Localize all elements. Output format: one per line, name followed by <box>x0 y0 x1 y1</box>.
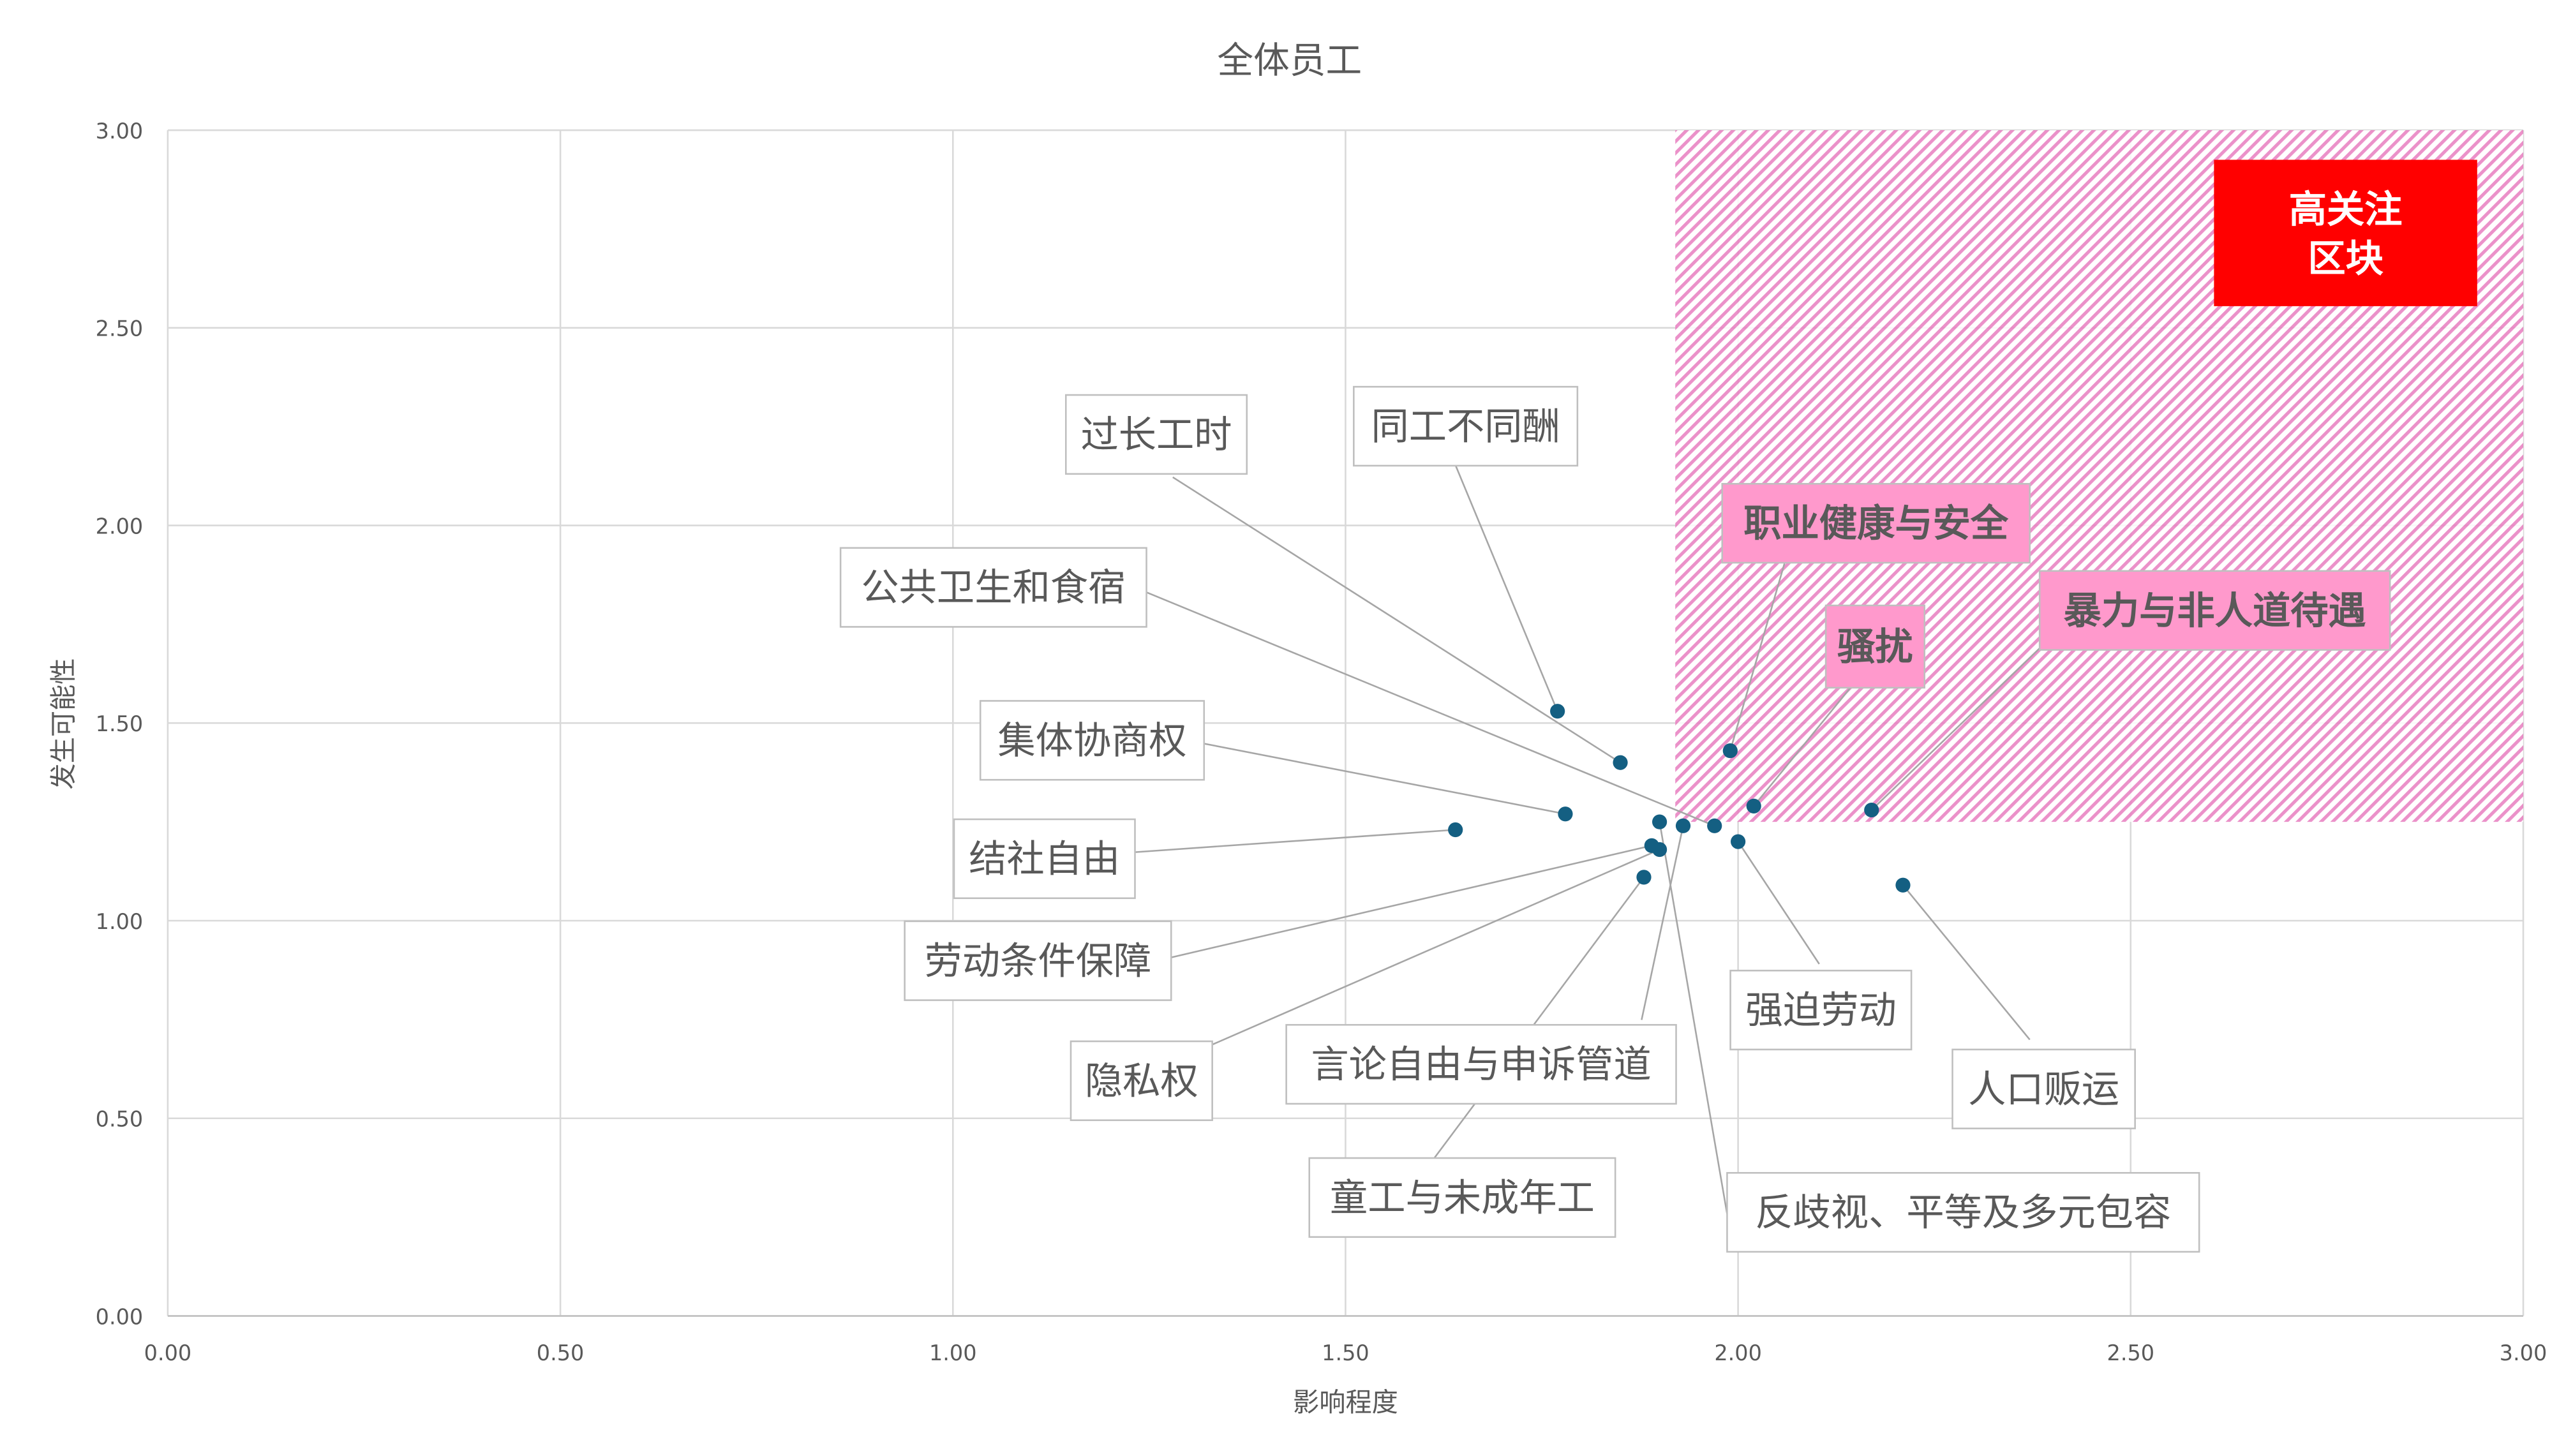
data-label-box <box>1285 1023 1677 1105</box>
data-point <box>1636 870 1652 885</box>
data-label-text: 暴力与非人道待遇 <box>2064 588 2366 632</box>
data-label-box <box>1064 394 1248 475</box>
data-point <box>1722 743 1738 759</box>
data-label-text: 反歧视、平等及多元包容 <box>1755 1191 2171 1235</box>
data-label-text: 隐私权 <box>1085 1059 1198 1103</box>
data-label: 结社自由 <box>953 818 1136 900</box>
data-label: 反歧视、平等及多元包容 <box>1726 1171 2200 1253</box>
data-label-box <box>1721 482 2031 564</box>
data-label-text: 劳动条件保障 <box>925 939 1152 983</box>
y-tick-label: 0.00 <box>96 1304 144 1329</box>
data-label-box <box>1951 1048 2136 1129</box>
data-point <box>1613 755 1628 770</box>
data-point <box>1652 842 1667 858</box>
leader-line <box>1659 821 1728 1214</box>
data-label: 隐私权 <box>1070 1040 1213 1122</box>
data-label-box <box>953 818 1136 900</box>
data-label-box <box>1353 385 1579 467</box>
x-tick-label: 1.00 <box>929 1341 977 1365</box>
data-point <box>1746 798 1761 813</box>
data-label-box <box>1824 604 1926 689</box>
leader-line <box>1212 849 1660 1046</box>
data-point <box>1558 806 1573 822</box>
axes: 0.00 0.50 1.00 1.50 2.00 2.50 3.00 0.00 0.50 1.00… <box>96 119 2547 1365</box>
data-label-text: 骚扰 <box>1837 625 1913 669</box>
data-label-box <box>1070 1040 1213 1122</box>
x-tick-label: 2.00 <box>1714 1341 1762 1365</box>
data-label: 言论自由与申诉管道 <box>1285 1023 1677 1105</box>
data-label: 童工与未成年工 <box>1308 1157 1616 1238</box>
leader-line <box>1902 884 2031 1041</box>
data-label-text: 强迫劳动 <box>1745 988 1897 1032</box>
data-label-box <box>904 920 1172 1001</box>
svg-text:高关注: 高关注 <box>2289 187 2403 231</box>
data-point <box>1652 814 1667 829</box>
data-label-text: 公共卫生和食宿 <box>861 565 1126 609</box>
y-tick-label: 2.50 <box>96 316 144 341</box>
leader-line <box>1753 687 1851 807</box>
y-tick-label: 3.00 <box>96 119 144 144</box>
y-tick-label: 2.00 <box>96 514 144 539</box>
leader-lines <box>1135 465 2041 1214</box>
data-label: 集体协商权 <box>979 700 1205 781</box>
data-points <box>1448 704 1911 893</box>
x-axis-label: 影响程度 <box>1293 1387 1398 1418</box>
data-label: 人口贩运 <box>1951 1048 2136 1129</box>
high-attention-label: 高关注 区块 <box>2214 160 2477 306</box>
leader-line <box>1135 829 1456 853</box>
x-tick-label: 0.50 <box>537 1341 585 1365</box>
data-label-text: 人口贩运 <box>1968 1067 2119 1111</box>
data-label: 同工不同酬 <box>1353 385 1579 467</box>
data-label: 过长工时 <box>1064 394 1248 475</box>
data-label: 强迫劳动 <box>1729 969 1913 1051</box>
data-label-text: 过长工时 <box>1080 413 1232 457</box>
data-label: 劳动条件保障 <box>904 920 1172 1001</box>
y-tick-label: 1.50 <box>96 711 144 736</box>
data-point <box>1864 802 1879 818</box>
data-label-box <box>2038 570 2391 651</box>
data-label-text: 言论自由与申诉管道 <box>1311 1043 1651 1087</box>
x-tick-label: 2.50 <box>2107 1341 2155 1365</box>
data-label-text: 同工不同酬 <box>1371 405 1560 449</box>
x-tick-label: 3.00 <box>2500 1341 2547 1365</box>
x-tick-label: 1.50 <box>1322 1341 1369 1365</box>
y-axis-label: 发生可能性 <box>48 658 78 789</box>
leader-line <box>1729 562 1786 751</box>
leader-line <box>1146 591 1715 827</box>
data-label: 公共卫生和食宿 <box>839 547 1147 628</box>
chart-title: 全体员工 <box>1217 40 1362 82</box>
data-label-box <box>1726 1171 2200 1253</box>
data-point <box>1448 822 1463 838</box>
data-label-text: 职业健康与安全 <box>1743 501 2009 546</box>
data-point <box>1895 877 1911 893</box>
data-label: 暴力与非人道待遇 <box>2038 570 2391 651</box>
leader-line <box>1454 465 1558 712</box>
leader-line <box>1870 648 2041 811</box>
data-label-box <box>839 547 1147 628</box>
data-point <box>1707 818 1722 833</box>
data-label: 职业健康与安全 <box>1721 482 2031 564</box>
data-point <box>1550 704 1565 719</box>
y-tick-label: 1.00 <box>96 909 144 934</box>
svg-text:区块: 区块 <box>2308 237 2383 281</box>
data-label-box <box>979 700 1205 781</box>
leader-line <box>1433 877 1645 1159</box>
leader-line <box>1172 476 1621 764</box>
leader-line <box>1737 841 1820 965</box>
leader-line <box>1204 743 1566 815</box>
data-point <box>1731 834 1746 849</box>
leader-line <box>1170 845 1652 958</box>
data-label-text: 集体协商权 <box>997 718 1186 762</box>
data-point <box>1675 818 1691 833</box>
data-label-box <box>1308 1157 1616 1238</box>
leader-line <box>1641 826 1684 1020</box>
data-label-text: 结社自由 <box>969 837 1120 881</box>
data-label: 骚扰 <box>1824 604 1926 689</box>
y-tick-label: 0.50 <box>96 1107 144 1132</box>
x-tick-label: 0.00 <box>144 1341 192 1365</box>
data-label-box <box>1729 969 1913 1051</box>
data-label-text: 童工与未成年工 <box>1330 1176 1595 1220</box>
